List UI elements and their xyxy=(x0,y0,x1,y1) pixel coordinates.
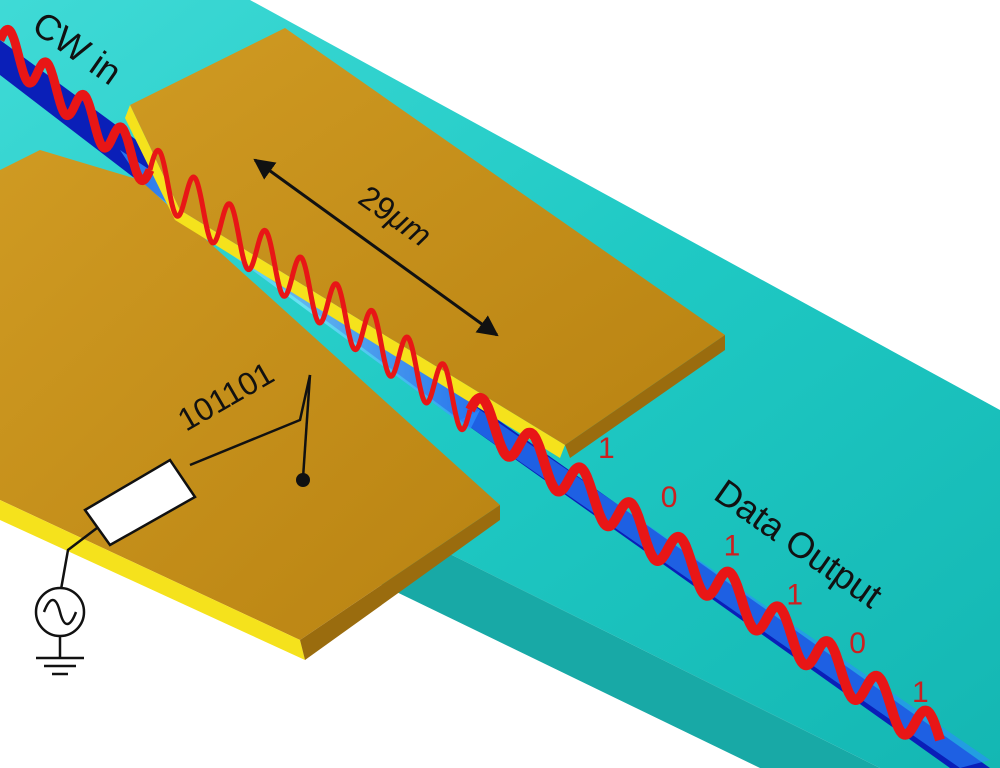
output-bit: 0 xyxy=(661,481,678,514)
electrode-lower-edge xyxy=(0,500,305,660)
output-bit: 1 xyxy=(786,578,803,611)
probe-contact-dot xyxy=(296,473,310,487)
output-bit: 1 xyxy=(912,676,929,709)
ground-icon xyxy=(36,656,84,676)
probe-wire xyxy=(301,374,312,479)
wave-segment xyxy=(0,24,155,186)
output-bit: 1 xyxy=(724,530,741,563)
length-dimension-arrow xyxy=(253,158,499,337)
wave-segment xyxy=(465,392,945,742)
output-bit: 1 xyxy=(598,432,615,465)
output-bits: 1 0 1 1 0 1 xyxy=(598,432,929,709)
output-bit: 0 xyxy=(849,627,866,660)
data-source-box xyxy=(83,458,197,547)
signal-wire xyxy=(189,374,312,467)
